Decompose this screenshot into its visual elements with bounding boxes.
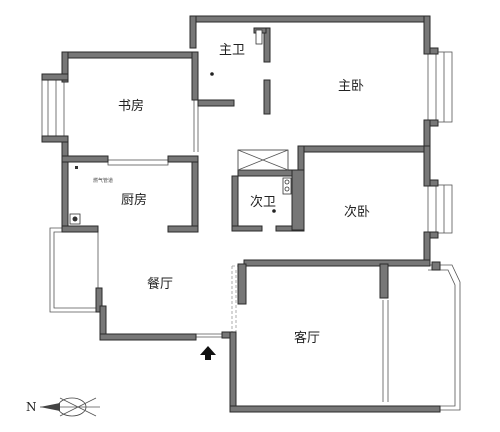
kitchen-note: 燃气管道	[93, 177, 113, 184]
master-bath-drain-icon	[210, 72, 214, 76]
windows	[41, 21, 461, 411]
room-label-second-bath: 次卫	[250, 194, 276, 210]
walls	[41, 15, 441, 413]
kitchen-marker-icon	[75, 166, 78, 169]
room-labels: 主卫 主卧 书房 厨房 次卫 次卧 餐厅 客厅 燃气管道	[93, 43, 370, 346]
entry-arrow-icon	[200, 346, 216, 360]
compass: N	[26, 397, 100, 417]
compass-north-label: N	[26, 400, 37, 414]
room-label-study: 书房	[118, 98, 144, 114]
shaft-icon	[237, 149, 289, 171]
room-label-living: 客厅	[294, 330, 320, 346]
room-label-second-bedroom: 次卧	[344, 204, 370, 220]
second-bath-drain-icon	[272, 209, 276, 213]
compass-icon	[40, 397, 100, 417]
master-bath-vent-icon	[255, 29, 263, 45]
room-label-master-bath: 主卫	[219, 43, 245, 58]
room-label-master-bedroom: 主卧	[338, 79, 364, 94]
second-bath-fixture-icon	[282, 177, 292, 195]
room-label-dining: 餐厅	[147, 276, 173, 292]
fixtures	[69, 29, 292, 225]
kitchen-gas-icon	[69, 213, 81, 225]
room-label-kitchen: 厨房	[121, 192, 147, 208]
